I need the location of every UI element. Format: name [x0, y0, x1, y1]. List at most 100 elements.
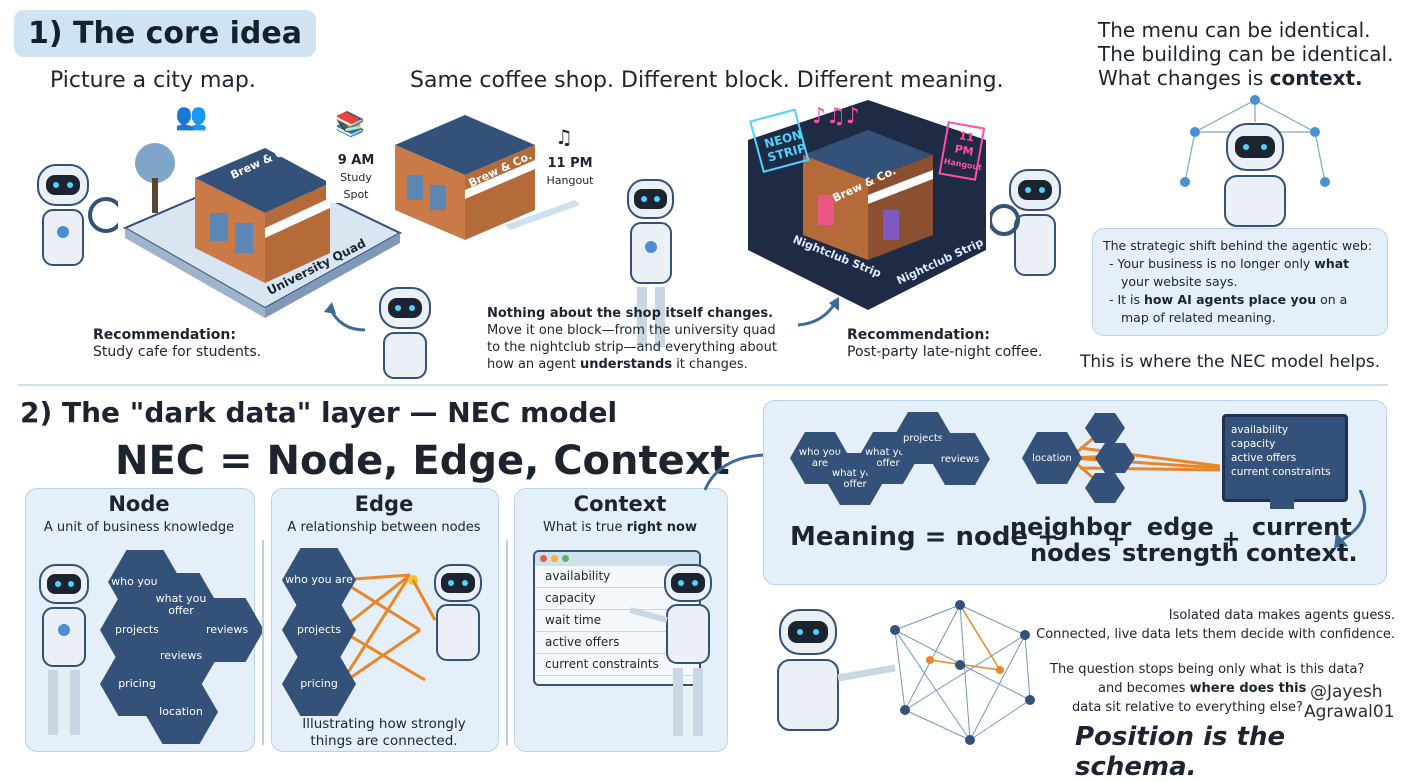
robot-node — [39, 564, 89, 735]
edge-caption-l1: Illustrating how strongly — [302, 716, 466, 732]
monitor-row-0: availability — [1231, 424, 1289, 436]
arrow-left — [324, 302, 366, 332]
strategic-shift-panel: The strategic shift behind the agentic w… — [1092, 228, 1388, 336]
context-subtitle: What is true right now — [514, 520, 726, 535]
middle-shop-illustration — [395, 115, 580, 240]
robot-with-magnifier-left — [37, 164, 118, 266]
minimize-dot-icon — [551, 555, 558, 562]
time-tag-2: 11 PM Hangout — [540, 155, 600, 189]
formula-c2: strength — [1122, 539, 1239, 567]
robot-pointing-middle — [627, 179, 674, 347]
section-divider — [18, 384, 1388, 386]
time2: 11 PM — [547, 156, 593, 171]
shift-b1-a: - Your business is no longer only — [1109, 256, 1315, 271]
formula-d: current context. — [1246, 514, 1358, 566]
edge-subtitle: A relationship between nodes — [287, 520, 481, 535]
edge-lines — [340, 573, 426, 687]
context-sub-a: What is true — [543, 520, 627, 535]
section2-title: 2) The "dark data" layer — NEC model — [20, 396, 618, 429]
robot-network-top-right — [1180, 95, 1330, 227]
monitor-row-2: active offers — [1231, 452, 1297, 464]
section1-title: 1) The core idea — [14, 10, 316, 57]
middle-line-3: how an agent understands it changes. — [487, 356, 777, 373]
node-title: Node — [108, 492, 170, 516]
strategic-shift-text: The strategic shift behind the agentic w… — [1103, 237, 1372, 327]
formula-d2: context. — [1246, 539, 1358, 567]
formula-c1: edge — [1146, 513, 1214, 541]
divider-2 — [506, 540, 508, 745]
formula-b2: nodes — [1030, 539, 1112, 567]
top-right-l3: What changes is context. — [1098, 66, 1393, 90]
formula-plus-1: + — [1107, 527, 1126, 552]
rec-right-text: Post-party late-night coffee. — [847, 344, 1043, 360]
handle-2: Agrawal01 — [1304, 702, 1395, 722]
middle-explanation: Nothing about the shop itself changes. M… — [487, 305, 777, 373]
rec-right-title: Recommendation: — [847, 327, 990, 343]
edge-hex-2: pricing — [282, 652, 356, 716]
shift-title: The strategic shift behind the agentic w… — [1103, 238, 1373, 253]
context-row-0: availability — [535, 566, 699, 588]
shift-b2-d: map of related meaning. — [1121, 310, 1276, 325]
monitor: availability capacity active offers curr… — [1222, 414, 1348, 502]
robot-edge — [408, 564, 482, 661]
tag2: Hangout — [546, 174, 594, 187]
rec-right: Recommendation: Post-party late-night co… — [847, 327, 1042, 361]
middle-line-2: to the nightclub strip—and everything ab… — [487, 340, 777, 355]
maximize-dot-icon — [562, 555, 569, 562]
shift-b1-c: your website says. — [1121, 274, 1238, 289]
arrow-down-meaning — [1334, 490, 1367, 548]
edge-title: Edge — [354, 492, 414, 516]
robot-context — [629, 564, 712, 736]
isolated-text: Isolated data makes agents guess. Connec… — [1030, 606, 1395, 644]
top-right-text: The menu can be identical. The building … — [1098, 18, 1393, 90]
edge-caption: Illustrating how strongly things are con… — [271, 716, 497, 750]
final-tagline: Position is the schema. — [1075, 722, 1286, 782]
monitor-stand — [1270, 499, 1294, 509]
q-l2-a: and becomes — [1098, 681, 1190, 696]
rec-left-title: Recommendation: — [93, 327, 236, 343]
middle-l3-b: understands — [579, 357, 673, 372]
q-l3: data sit relative to everything else? — [1072, 700, 1303, 715]
formula-b: neighbor nodes — [1010, 514, 1131, 566]
shift-b2-c: on a — [1316, 292, 1348, 307]
middle-line-1: Move it one block—from the university qu… — [487, 323, 776, 338]
university-scene-illustration — [122, 143, 403, 318]
shift-b1-b: what — [1314, 256, 1350, 271]
location-connections — [1069, 413, 1220, 503]
monitor-row-1: capacity — [1231, 438, 1276, 450]
tag1: Study Spot — [340, 171, 372, 201]
divider-1 — [262, 540, 264, 745]
formula-c: edge strength — [1122, 514, 1239, 566]
iso-l2: Connected, live data lets them decide wi… — [1036, 627, 1395, 642]
q-l2: and becomes where does this — [1050, 679, 1364, 698]
middle-bold: Nothing about the shop itself changes. — [487, 306, 774, 321]
rec-left-text: Study cafe for students. — [93, 344, 262, 360]
middle-l3-c: it changes. — [672, 357, 748, 372]
context-row-4: current constraints — [535, 654, 699, 676]
picture-line: Picture a city map. — [50, 68, 256, 93]
robot-center-bottom — [379, 287, 431, 379]
same-shop-line: Same coffee shop. Different block. Diffe… — [410, 68, 1004, 93]
time-tag-1: 9 AM Study Spot — [326, 152, 386, 203]
edge-hex-1: projects — [282, 598, 356, 662]
formula-b1: neighbor — [1010, 513, 1132, 541]
formula-d1: current — [1251, 513, 1352, 541]
node-hex-6: location — [144, 680, 218, 744]
arrow-right — [797, 297, 839, 327]
context-row-2: wait time — [535, 610, 699, 632]
shift-b2-b: how AI agents place you — [1144, 292, 1317, 307]
neon-sign-right: 11 PM Hangout — [943, 127, 986, 175]
top-right-l2: The building can be identical. — [1098, 42, 1394, 66]
shift-b2-a: - It is — [1109, 292, 1145, 307]
shift-b2: - It is how AI agents place you on a — [1103, 291, 1372, 309]
music-notes-icon: ♫ — [555, 125, 573, 149]
handle-1: @Jayesh — [1310, 682, 1383, 702]
formula-a: Meaning = node + — [790, 522, 1059, 552]
students-icon: 👥 — [175, 102, 208, 132]
robot-with-magnifier-right — [990, 169, 1061, 276]
nec-helps: This is where the NEC model helps. — [1080, 352, 1381, 372]
context-sub-b: right now — [626, 520, 697, 535]
university-scene — [115, 108, 405, 323]
top-right-l3-a: What changes is — [1098, 66, 1270, 90]
node-subtitle: A unit of business knowledge — [43, 520, 235, 535]
